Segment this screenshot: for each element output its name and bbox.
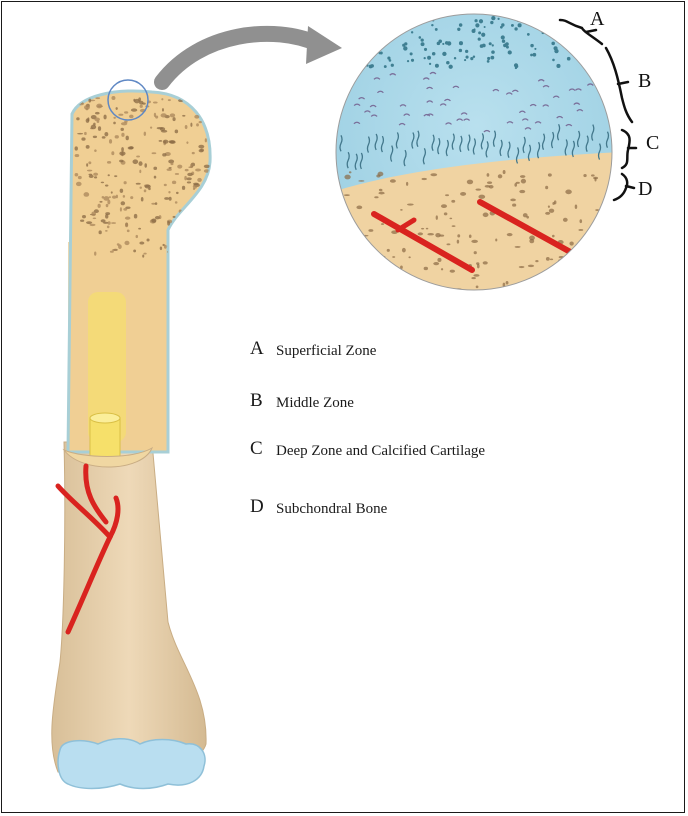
legend-label: Subchondral Bone	[276, 496, 387, 519]
distal-epiphysis	[52, 442, 206, 775]
legend-letter: B	[250, 390, 276, 412]
magnify-arrow	[162, 34, 318, 82]
legend-label: Middle Zone	[276, 390, 354, 413]
legend-item-a: A Superficial Zone	[250, 338, 376, 361]
legend-label: Deep Zone and Calcified Cartilage	[276, 438, 506, 461]
legend-item-d: D Subchondral Bone	[250, 496, 387, 519]
legend-letter: D	[250, 496, 276, 518]
legend-label: Superficial Zone	[276, 338, 376, 361]
legend-letter: A	[250, 338, 276, 360]
distal-cartilage	[58, 739, 205, 789]
legend-letter: C	[250, 438, 276, 460]
bracket-d	[614, 174, 627, 200]
magnified-cartilage	[332, 10, 622, 302]
magnify-arrow-head	[306, 26, 342, 64]
zone-label-c: C	[646, 132, 659, 155]
zone-label-b: B	[638, 70, 651, 93]
legend-item-c: C Deep Zone and Calcified Cartilage	[250, 438, 506, 461]
legend-item-b: B Middle Zone	[250, 390, 354, 413]
marrow-core	[90, 418, 120, 458]
zone-label-a: A	[590, 8, 604, 31]
zone-label-d: D	[638, 178, 652, 201]
long-bone	[52, 91, 210, 789]
